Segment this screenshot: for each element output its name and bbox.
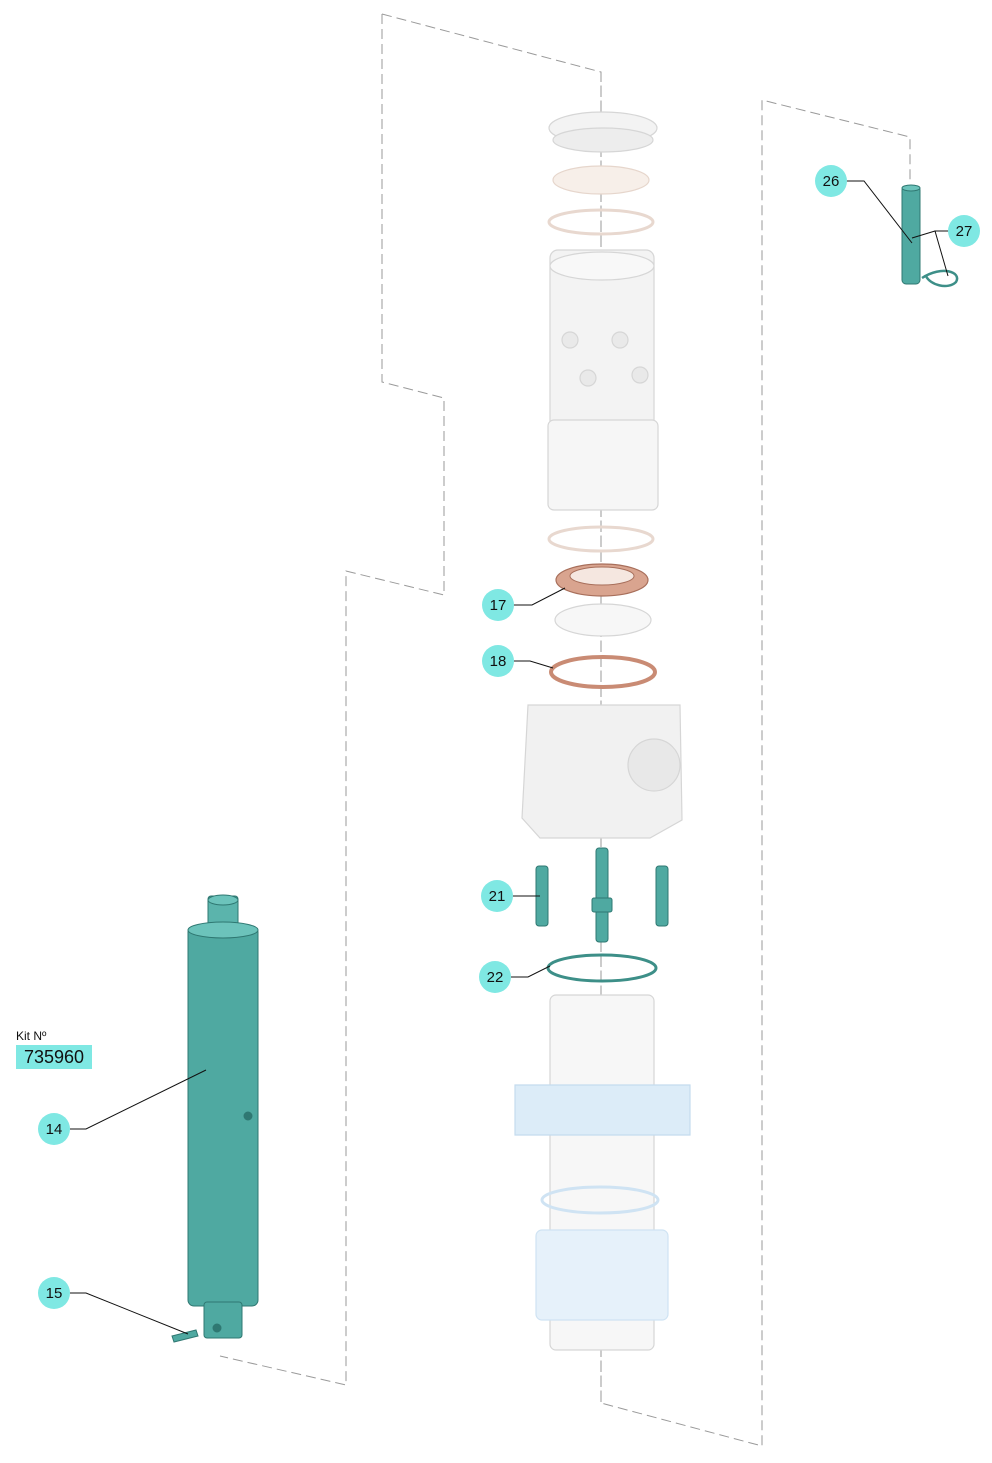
callout-22: 22 [479,961,511,993]
top-seal-ring [552,165,650,195]
clip-27 [921,269,959,288]
callout-21: 21 [481,880,513,912]
lower-flange [514,1084,691,1136]
svg-text:26: 26 [823,173,840,190]
pin-15 [171,1329,199,1343]
callout-14: 14 [38,1113,70,1145]
lower-union-nut [535,1229,669,1321]
callout-17: 17 [482,589,514,621]
svg-text:15: 15 [46,1285,63,1302]
svg-text:27: 27 [956,223,973,240]
oring-18 [549,655,657,689]
ghost-assembly [514,111,691,1351]
kit-number-value: 735960 [16,1045,92,1069]
cylinder-14 [187,894,259,1339]
svg-text:14: 14 [46,1121,63,1138]
seal-17 [555,563,649,597]
svg-text:21: 21 [489,888,506,905]
svg-text:18: 18 [490,653,507,670]
callout-26: 26 [815,165,847,197]
svg-text:17: 17 [490,597,507,614]
svg-text:22: 22 [487,969,504,986]
callout-15: 15 [38,1277,70,1309]
bolts-21 [535,847,669,943]
pin-26 [901,184,921,285]
callout-18: 18 [482,645,514,677]
kit-number-label: Kit Nº [16,1029,47,1043]
oring-22 [546,953,658,983]
callout-27: 27 [948,215,980,247]
valve-body [521,704,683,839]
